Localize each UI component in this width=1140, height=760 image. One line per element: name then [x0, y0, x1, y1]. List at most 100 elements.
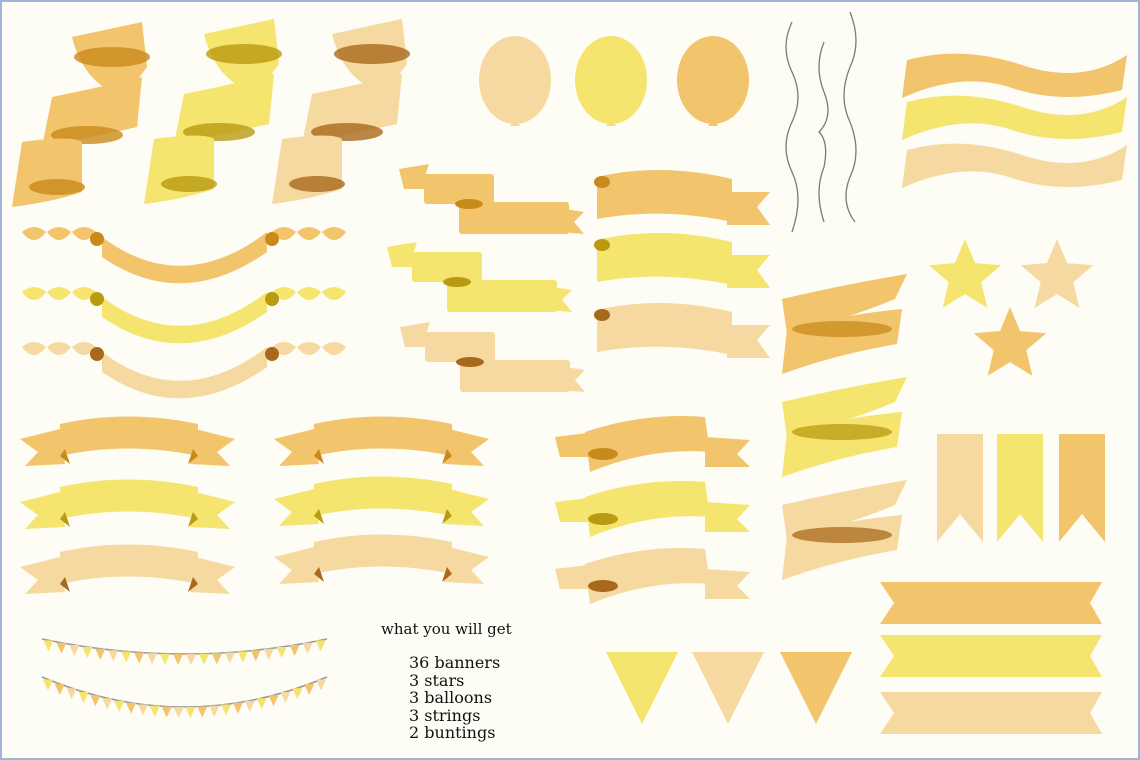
- wave-banner-1: [902, 53, 1127, 98]
- bunting-flag: [78, 691, 89, 703]
- contents-item-stars: 3 stars: [409, 670, 465, 690]
- bunting-flag: [66, 688, 77, 700]
- bunting-flag: [302, 642, 313, 654]
- balloon-body: [575, 36, 647, 124]
- string-1: [785, 21, 799, 233]
- ribbon-fold: [455, 199, 483, 209]
- twisted-ribbon-yellow: [144, 19, 282, 204]
- bunting-flag: [149, 705, 160, 717]
- bunting-flag: [173, 706, 184, 718]
- swag-curl: [47, 287, 71, 300]
- bunting-flag: [237, 651, 248, 663]
- star-3: [973, 307, 1047, 376]
- flag-body: [597, 302, 732, 355]
- bunting-flag: [56, 642, 67, 654]
- bunting-flag: [160, 653, 171, 665]
- bunting-flag: [114, 700, 125, 712]
- scroll-body: [314, 534, 452, 574]
- ribbon-fold: [792, 424, 892, 440]
- notched-banner-2: [880, 635, 1102, 677]
- flag-tail: [727, 192, 770, 225]
- contents-item-balloons: 3 balloons: [409, 688, 493, 707]
- ribbon-segment: [272, 135, 342, 204]
- balloon-knot: [708, 118, 718, 126]
- bunting-flag: [268, 695, 279, 707]
- bunting-flag: [134, 652, 145, 664]
- ribbon-body: [585, 548, 710, 604]
- bunting-flag: [43, 640, 54, 652]
- bunting-flag: [173, 653, 184, 665]
- scroll-tail: [444, 547, 489, 584]
- scroll-fold: [442, 567, 452, 582]
- ribbon-end: [555, 432, 595, 457]
- stepped-ribbon-orange: [399, 164, 584, 234]
- ribbon-end: [555, 497, 595, 522]
- bunting-flag: [211, 653, 222, 665]
- bunting-flag: [232, 702, 243, 714]
- bunting-flag: [185, 706, 196, 718]
- notched-banner-3: [880, 692, 1102, 734]
- ribbon-body: [460, 360, 570, 392]
- scroll-tail: [274, 429, 319, 466]
- bunting-flag: [42, 679, 53, 691]
- bunting-flag: [102, 698, 113, 710]
- scroll-tail: [190, 492, 235, 529]
- swag-curl: [297, 227, 321, 240]
- flag-tail: [727, 255, 770, 288]
- pennant-flag-3: [1059, 434, 1105, 542]
- scroll-body: [60, 479, 198, 519]
- contents-item-strings: 3 strings: [409, 705, 481, 725]
- scroll-fold: [314, 509, 324, 524]
- swag-banner-orange: [22, 227, 346, 284]
- swag-curl: [297, 342, 321, 355]
- arched-banner-2: [20, 479, 235, 529]
- scroll-tail: [190, 429, 235, 466]
- scroll-tail: [444, 429, 489, 466]
- folded-ribbon-2: [555, 481, 750, 537]
- ribbon-body: [459, 202, 569, 234]
- ribbon-segment: [12, 138, 82, 207]
- ribbon-fold: [792, 527, 892, 543]
- ribbon-layer: [782, 480, 907, 540]
- ribbon-fold: [289, 176, 345, 192]
- ribbon-end: [559, 209, 584, 234]
- stepped-ribbon-cream: [400, 322, 585, 392]
- ribbon-fold: [161, 176, 217, 192]
- ribbon-end: [705, 569, 750, 599]
- swag-curl: [72, 287, 96, 300]
- bunting-flag: [280, 691, 291, 703]
- wavy-flag-banner-2: [594, 232, 770, 288]
- swag-banner-yellow: [22, 287, 346, 344]
- wavy-flag-banner-3: [594, 302, 770, 358]
- scroll-fold: [442, 509, 452, 524]
- scroll-tail: [190, 557, 235, 594]
- wavy-flag-banner-1: [594, 169, 770, 225]
- flag-body: [597, 169, 732, 222]
- scroll-tail: [274, 547, 319, 584]
- flag-tail: [727, 325, 770, 358]
- ribbon-layer: [782, 377, 907, 437]
- star-2: [1020, 239, 1094, 308]
- contents-item-banners: 36 banners: [409, 653, 501, 672]
- scroll-tail: [20, 429, 65, 466]
- scroll-fold: [60, 449, 70, 464]
- flag-curl: [594, 176, 610, 188]
- scroll-fold: [60, 577, 70, 592]
- folded-ribbon-3: [555, 548, 750, 604]
- flag-curl: [594, 239, 610, 251]
- pennant-flag-2: [997, 434, 1043, 542]
- bunting-string: [41, 676, 328, 708]
- ribbon-fold: [588, 580, 618, 592]
- ribbon-body: [585, 416, 710, 472]
- swag-curl: [22, 287, 46, 300]
- bunting-flag: [69, 645, 80, 657]
- ribbon-end: [705, 437, 750, 467]
- wave-banner-3: [902, 143, 1127, 188]
- swag-knot: [265, 292, 279, 306]
- bunting-1: [41, 638, 328, 665]
- scroll-tail: [20, 492, 65, 529]
- contents-panel: what you will get 36 banners 3 stars 3 b…: [381, 620, 512, 742]
- scroll-tail: [20, 557, 65, 594]
- folded-ribbon-1: [555, 416, 750, 472]
- bunting-flag: [244, 700, 255, 712]
